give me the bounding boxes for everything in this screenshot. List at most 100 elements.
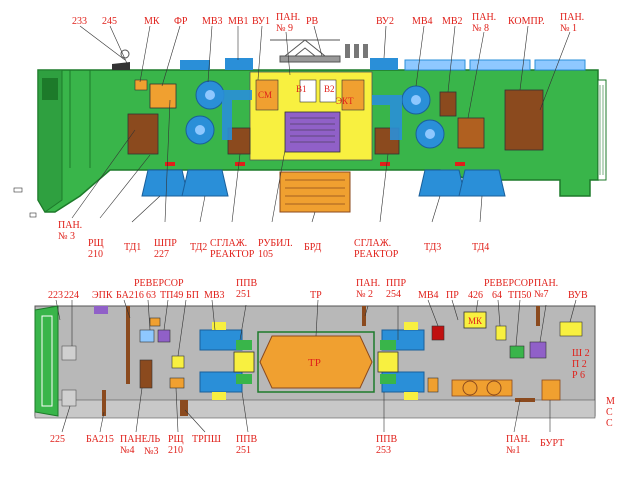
- rectifier-unit: [284, 111, 341, 153]
- label-mv1: МВ1: [228, 16, 249, 27]
- label-mv3-plan: МВ3: [204, 290, 225, 301]
- roof-equipment: [180, 60, 210, 70]
- fan-mv1: [185, 115, 215, 145]
- label-233: 233: [72, 16, 87, 27]
- label-line: ШПР: [154, 238, 177, 249]
- leader-lines-bottom: [71, 99, 483, 223]
- label-mv4: МВ4: [412, 16, 433, 27]
- roof-equipment: [404, 59, 466, 71]
- plan-box: [529, 341, 547, 359]
- fan-mv4: [401, 85, 431, 115]
- label-line: ПАН.: [560, 12, 584, 23]
- label-tp50: ТП50: [508, 290, 531, 301]
- side-view: [13, 25, 607, 223]
- plan-wall: [536, 306, 540, 326]
- label-63: 63: [146, 290, 156, 301]
- label-sglazh2: СГЛАЖ.РЕАКТОР: [354, 238, 399, 260]
- label-line: 253: [376, 445, 391, 456]
- label-pan2: ПАН.№ 2: [356, 278, 380, 300]
- label-224: 224: [64, 290, 79, 301]
- plan-compressor: [451, 379, 513, 397]
- label-line: РЩ: [88, 238, 104, 249]
- label-line: РЕАКТОР: [354, 249, 399, 260]
- plan-box: [509, 345, 525, 359]
- label-reversor2: РЕВЕРСОР: [484, 278, 534, 289]
- label-rv: РВ: [306, 16, 319, 27]
- label-vu1: ВУ1: [252, 16, 270, 27]
- roof-equipment: [225, 58, 253, 70]
- plan-box: [139, 359, 153, 389]
- traction-motor-td4: [458, 169, 506, 197]
- label-tr-center: ТР: [308, 357, 321, 369]
- rear-buffer: [597, 79, 607, 181]
- contactor-block: [319, 79, 337, 103]
- plan-cab: [34, 305, 59, 417]
- pantograph: [270, 39, 341, 63]
- label-426: 426: [468, 290, 483, 301]
- label-line: ПАН.: [506, 434, 530, 445]
- label-mv3: МВ3: [202, 16, 223, 27]
- leader-lines-top: [79, 25, 571, 119]
- label-pan1-plan: ПАН.№1: [506, 434, 530, 456]
- roof-equipment: [469, 59, 531, 71]
- label-sm: СМ: [258, 90, 272, 100]
- label-td2: ТД2: [190, 242, 207, 253]
- brake-resistor: [279, 171, 351, 213]
- cabinet-fr: [149, 83, 177, 109]
- indicator-lamp: [455, 162, 465, 166]
- label-line: 210: [88, 249, 103, 260]
- label-kompr: КОМПР.: [508, 16, 545, 27]
- label-pan8: ПАН.№ 8: [472, 12, 496, 34]
- fan-mv3: [195, 80, 225, 110]
- label-223: 223: [48, 290, 63, 301]
- label-line: 254: [386, 289, 401, 300]
- plan-cab-desk: [61, 345, 77, 361]
- label-td3: ТД3: [424, 242, 441, 253]
- label-epk: ЭПК: [92, 290, 113, 301]
- label-vu2: ВУ2: [376, 16, 394, 27]
- label-pan7: ПАН.№7: [534, 278, 558, 300]
- label-pan3: ПАН.№ 3: [58, 220, 82, 242]
- label-bp: БП: [186, 290, 199, 301]
- brake-resistor-grid: [285, 179, 345, 205]
- label-line: СГЛАЖ.: [210, 238, 247, 249]
- insulators: [345, 44, 368, 58]
- label-line: №4: [120, 445, 135, 456]
- contactor-block: [341, 79, 365, 111]
- label-line: ПАН.: [276, 12, 300, 23]
- label-225: 225: [50, 434, 65, 445]
- label-line: 251: [236, 289, 251, 300]
- transformer-body: [457, 117, 485, 149]
- plan-box: [515, 398, 535, 402]
- plan-wall: [362, 306, 366, 326]
- cabinet-pan1: [504, 89, 544, 151]
- label-pan1: ПАН.№ 1: [560, 12, 584, 34]
- plan-underframe: [34, 399, 596, 419]
- label-line: РЕАКТОР: [210, 249, 255, 260]
- label-line: Ш 2: [572, 348, 590, 359]
- label-line: Р 6: [572, 370, 585, 381]
- label-line: 227: [154, 249, 169, 260]
- plan-box: [495, 325, 507, 341]
- traction-motor-td3: [418, 169, 466, 197]
- plan-transformer: [259, 335, 373, 389]
- label-ba216: БА216: [116, 290, 144, 301]
- label-brd: БРД: [304, 242, 322, 253]
- plan-box: [180, 400, 188, 416]
- label-tp49: ТП49: [160, 290, 183, 301]
- air-duct: [222, 90, 252, 140]
- horn: [112, 62, 130, 70]
- plan-box: [139, 329, 155, 343]
- plan-motor-cluster-left: [199, 322, 255, 400]
- label-line: С: [606, 418, 613, 429]
- label-ba215: БА215: [86, 434, 114, 445]
- label-line: №1: [506, 445, 521, 456]
